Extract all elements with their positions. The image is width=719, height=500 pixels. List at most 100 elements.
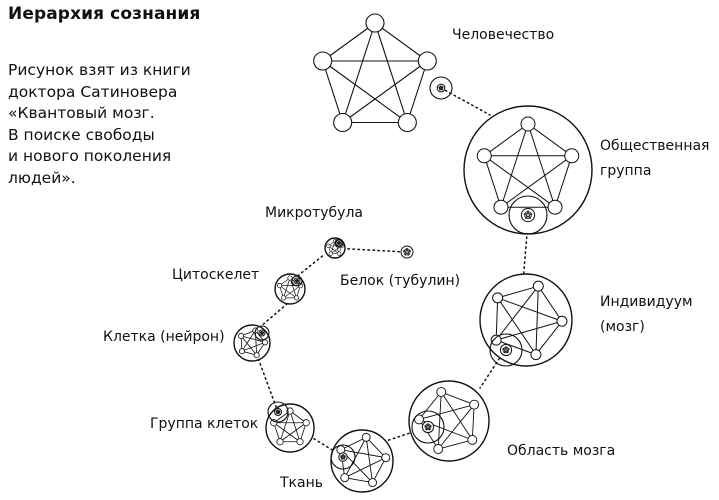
level-protein-icon: [400, 245, 414, 259]
subunit-edge: [427, 423, 432, 427]
network-node: [293, 295, 300, 301]
label-individual: Индивидуум: [600, 294, 693, 310]
network-edge: [495, 285, 539, 341]
subunit-edge: [502, 346, 507, 350]
subunit-edge: [424, 423, 429, 427]
network-edge: [322, 22, 376, 62]
subunit-edge: [408, 250, 411, 256]
subunit-circle: [400, 245, 414, 259]
network-edge: [279, 422, 307, 443]
subunit-edge: [425, 425, 432, 431]
network-edge: [406, 60, 428, 123]
network-node: [333, 112, 353, 133]
caption-line: В поиске свободы: [8, 125, 155, 144]
label-brain-region: Область мозга: [507, 443, 616, 459]
level-cytoskeleton: [274, 273, 306, 305]
subunit-edge: [527, 210, 533, 215]
network-node: [414, 414, 424, 425]
network-node: [253, 352, 260, 359]
subunit-edge: [425, 423, 429, 430]
zoom-subunit-icon: [436, 83, 446, 93]
network-edge: [240, 335, 257, 356]
subunit-edge: [502, 348, 509, 354]
network-edge: [289, 277, 297, 299]
network-node: [368, 478, 377, 488]
network-edge: [497, 297, 537, 355]
subunit-edge: [505, 346, 509, 353]
network-edge: [322, 60, 344, 123]
network-node: [469, 399, 480, 410]
caption-line: и нового поколения: [8, 147, 172, 165]
subunit-circle: [335, 239, 343, 247]
caption-text: Рисунок взят из книги доктора Сатиновера…: [8, 60, 191, 189]
subunit-edge: [406, 247, 411, 252]
network-node: [365, 13, 385, 33]
network-edge: [283, 285, 301, 299]
network-node: [417, 51, 437, 71]
network-node: [476, 148, 492, 164]
network-edge: [495, 339, 537, 356]
label-social-group: Общественная: [600, 138, 710, 154]
subunit-edge: [275, 411, 278, 414]
subunit-edge: [525, 213, 533, 219]
label-cell-group: Группа клеток: [150, 416, 259, 432]
pentagon-network: [313, 13, 437, 133]
network-edge: [374, 22, 428, 62]
subunit-edge: [527, 210, 531, 219]
subunit-edge: [525, 210, 529, 219]
network-edge: [289, 410, 301, 442]
subunit-edge: [439, 86, 444, 91]
subunit-edge: [259, 332, 262, 335]
subunit-edge: [403, 247, 408, 252]
network-node: [493, 199, 509, 215]
subunit-edge: [275, 411, 280, 415]
network-edge: [554, 155, 573, 208]
network-node: [280, 295, 287, 301]
dotted-connector: [299, 429, 346, 459]
network-node: [261, 339, 268, 346]
network-node: [313, 51, 333, 71]
network-edge: [273, 422, 301, 443]
network-edge: [483, 155, 556, 208]
network-edge: [342, 60, 428, 123]
subunit-circle: [520, 207, 536, 223]
network-node: [564, 148, 580, 164]
network-edge: [342, 22, 376, 123]
network-edge: [483, 155, 502, 208]
zoom-subunit-icon: [335, 239, 343, 247]
network-edge: [322, 60, 408, 123]
network-edge: [241, 341, 266, 352]
network-edge: [365, 437, 373, 483]
network-node: [326, 243, 331, 248]
network-node: [328, 251, 333, 256]
level-individual: [479, 273, 573, 367]
subunit-edge: [294, 280, 297, 283]
network-edge: [440, 391, 473, 441]
page-title: Иерархия сознания: [8, 4, 201, 24]
label-social-group-line2: группа: [600, 163, 652, 179]
caption-line: людей».: [8, 168, 76, 187]
subunit-edge: [336, 242, 339, 245]
caption-line: Рисунок взят из книги: [8, 61, 191, 79]
network-edge: [497, 297, 563, 322]
network-node: [530, 349, 542, 361]
network-node: [547, 199, 563, 215]
network-edge: [340, 436, 367, 451]
network-edge: [500, 123, 529, 208]
network-edge: [372, 457, 387, 483]
subunit-edge: [340, 456, 342, 460]
zoom-circle: [489, 333, 523, 367]
label-individual-line2: (мозг): [600, 319, 645, 335]
network-edge: [527, 123, 573, 157]
network-node: [302, 419, 310, 427]
network-edge: [340, 449, 386, 459]
network-edge: [344, 457, 386, 479]
label-protein: Белок (тубулин): [340, 273, 461, 289]
level-tissue: [330, 429, 394, 493]
network-edge: [483, 123, 529, 157]
level-social-group: [463, 105, 593, 235]
zoom-subunit-icon: [338, 452, 348, 462]
zoom-circle: [334, 238, 344, 248]
caption-line: доктора Сатиновера: [8, 82, 178, 101]
level-microtubule: [324, 237, 346, 259]
